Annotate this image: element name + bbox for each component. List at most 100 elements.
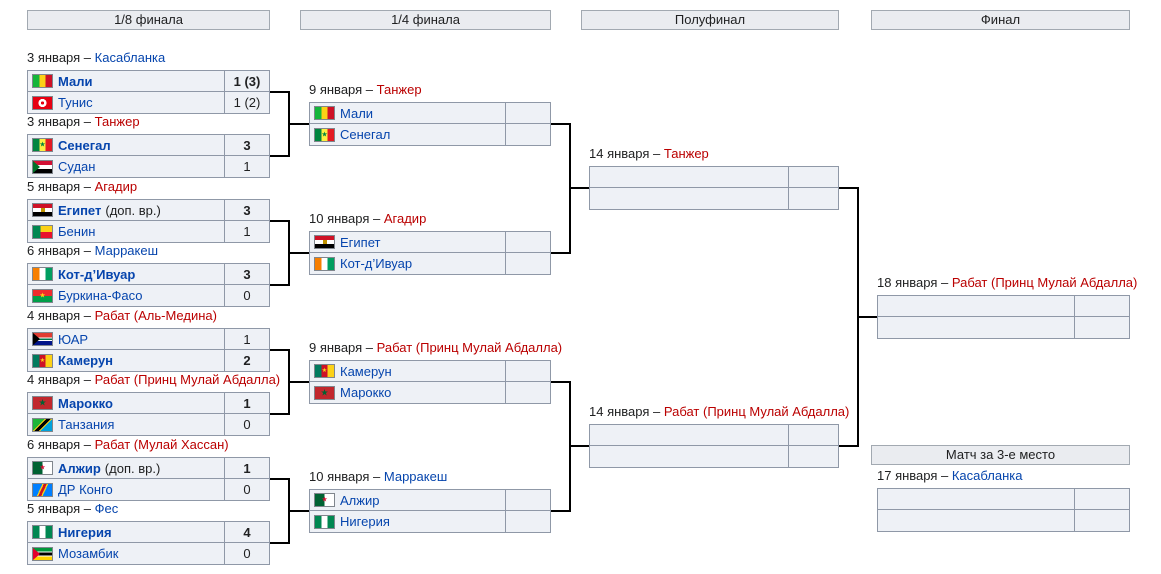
match-date: 17 января – Касабланка xyxy=(877,467,1130,484)
team-row: Марокко xyxy=(309,382,551,404)
venue-link[interactable]: Рабат (Принц Мулай Абдалла) xyxy=(951,275,1138,290)
team-link[interactable]: Сенегал xyxy=(340,127,391,142)
venue-link[interactable]: Рабат (Принц Мулай Абдалла) xyxy=(663,404,850,419)
team-cell: Нигерия xyxy=(28,522,224,542)
team-cell: Алжир xyxy=(310,490,505,510)
team-link[interactable]: Кот-д’Ивуар xyxy=(340,256,413,271)
team-cell: Танзания xyxy=(28,414,224,435)
match-date: 6 января – Рабат (Мулай Хассан) xyxy=(27,436,270,453)
venue-link[interactable]: Марракеш xyxy=(94,243,159,258)
team-link[interactable]: Марокко xyxy=(58,395,113,411)
venue-link[interactable]: Агадир xyxy=(383,211,427,226)
bracket-line xyxy=(270,478,290,480)
team-cell xyxy=(878,317,1074,338)
match-date: 5 января – Фес xyxy=(27,500,270,517)
team-link[interactable]: Египет xyxy=(58,202,102,218)
extra-time-note: (доп. вр.) xyxy=(105,202,161,218)
bracket-line xyxy=(288,123,309,125)
team-link[interactable]: Тунис xyxy=(58,95,93,110)
team-link[interactable]: Алжир xyxy=(340,492,380,508)
algeria-flag-icon xyxy=(32,461,53,475)
venue-link[interactable]: Танжер xyxy=(663,146,709,161)
team-cell xyxy=(590,188,788,209)
team-row: Мали 1 (3) xyxy=(27,70,270,92)
match-sf-2: 14 января – Рабат (Принц Мулай Абдалла) xyxy=(589,403,849,468)
team-row: Марокко 1 xyxy=(27,392,270,414)
venue-link[interactable]: Касабланка xyxy=(951,468,1023,483)
venue-link[interactable]: Рабат (Мулай Хассан) xyxy=(94,437,229,452)
morocco-flag-icon xyxy=(314,385,335,400)
team-cell xyxy=(878,489,1074,509)
team-link[interactable]: Мали xyxy=(58,73,93,89)
match-date-text: 6 января – xyxy=(27,243,95,258)
team-link[interactable]: Судан xyxy=(58,159,96,174)
team-link[interactable]: Танзания xyxy=(58,417,115,432)
team-link[interactable]: Бенин xyxy=(58,224,96,239)
score-cell xyxy=(788,167,838,187)
venue-link[interactable]: Рабат (Принц Мулай Абдалла) xyxy=(376,340,563,355)
bracket-line xyxy=(270,220,290,222)
team-link[interactable]: Камерун xyxy=(58,353,114,368)
team-row: ДР Конго 0 xyxy=(27,479,270,501)
bracket-line xyxy=(270,155,290,157)
team-link[interactable]: Египет xyxy=(340,234,381,250)
team-link[interactable]: ЮАР xyxy=(58,331,89,347)
venue-link[interactable]: Танжер xyxy=(376,82,422,97)
match-date: 9 января – Рабат (Принц Мулай Абдалла) xyxy=(309,339,562,356)
match-date-text: 9 января – xyxy=(309,340,377,355)
team-link[interactable]: Кот-д’Ивуар xyxy=(58,266,136,282)
score-cell: 3 xyxy=(224,135,269,155)
round-header-qf: 1/4 финала xyxy=(300,10,551,30)
venue-link[interactable]: Агадир xyxy=(94,179,138,194)
round-header-sf: Полуфинал xyxy=(581,10,839,30)
team-cell: Камерун xyxy=(310,361,505,381)
match-third-place: 17 января – Касабланка xyxy=(877,467,1130,532)
match-date-text: 4 января – xyxy=(27,308,95,323)
team-link[interactable]: Нигерия xyxy=(58,524,112,540)
score-cell xyxy=(1074,489,1129,509)
score-cell: 1 (2) xyxy=(224,92,269,113)
team-row-empty xyxy=(877,510,1130,532)
team-link[interactable]: Мали xyxy=(340,105,374,121)
score-cell: 0 xyxy=(224,479,269,500)
team-cell: Тунис xyxy=(28,92,224,113)
score-cell xyxy=(1074,296,1129,316)
match-date: 14 января – Рабат (Принц Мулай Абдалла) xyxy=(589,403,849,420)
score-cell xyxy=(505,490,550,510)
team-link[interactable]: Марокко xyxy=(340,385,392,400)
score-cell: 1 xyxy=(224,329,269,349)
bracket-line xyxy=(569,445,589,447)
bracket-line xyxy=(288,252,309,254)
team-cell: Мозамбик xyxy=(28,543,224,564)
venue-link[interactable]: Рабат (Принц Мулай Абдалла) xyxy=(94,372,281,387)
score-cell: 2 xyxy=(224,350,269,371)
bracket-line xyxy=(551,252,571,254)
match-r16-2: 3 января – Танжер Сенегал 3 Судан 1 xyxy=(27,113,270,178)
match-qf-2: 10 января – Агадир Египет Кот-д’Ивуар xyxy=(309,210,551,275)
team-link[interactable]: Камерун xyxy=(340,363,392,379)
match-r16-7: 6 января – Рабат (Мулай Хассан) Алжир(до… xyxy=(27,436,270,501)
venue-link[interactable]: Марракеш xyxy=(383,469,448,484)
team-link[interactable]: Буркина-Фасо xyxy=(58,288,143,303)
egypt-flag-icon xyxy=(32,203,53,217)
team-link[interactable]: Мозамбик xyxy=(58,546,119,561)
score-cell: 1 xyxy=(224,221,269,242)
venue-link[interactable]: Рабат (Аль-Медина) xyxy=(94,308,217,323)
match-date-text: 5 января – xyxy=(27,179,95,194)
venue-link[interactable]: Фес xyxy=(94,501,119,516)
team-link[interactable]: Нигерия xyxy=(340,514,390,529)
team-link[interactable]: ДР Конго xyxy=(58,482,113,497)
venue-link[interactable]: Касабланка xyxy=(94,50,166,65)
bracket-line xyxy=(288,510,309,512)
score-cell: 3 xyxy=(224,264,269,284)
burkina-faso-flag-icon xyxy=(32,288,53,303)
venue-link[interactable]: Танжер xyxy=(94,114,140,129)
match-date: 4 января – Рабат (Принц Мулай Абдалла) xyxy=(27,371,280,388)
team-link[interactable]: Сенегал xyxy=(58,137,111,153)
team-row: Сенегал xyxy=(309,124,551,146)
score-cell xyxy=(1074,510,1129,531)
bracket-line xyxy=(270,349,290,351)
team-link[interactable]: Алжир xyxy=(58,460,101,476)
match-date-text: 3 января – xyxy=(27,50,95,65)
team-cell: Нигерия xyxy=(310,511,505,532)
